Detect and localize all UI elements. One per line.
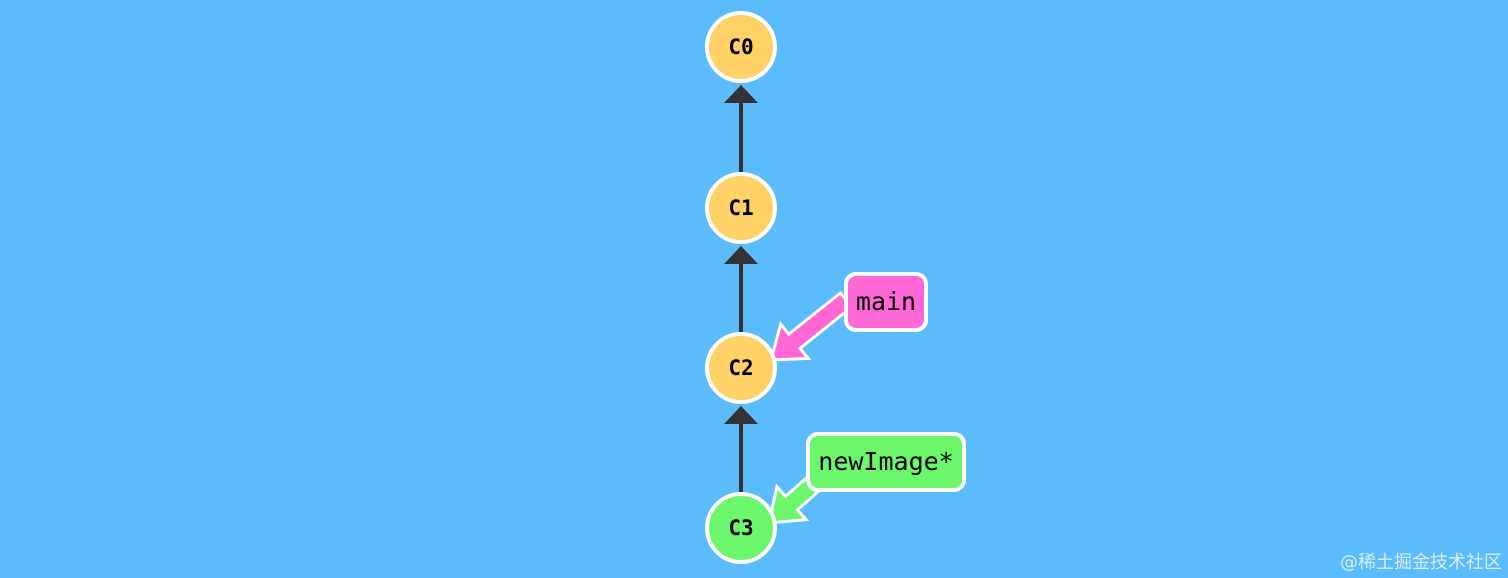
commit-edge-C3-C2 bbox=[724, 406, 758, 494]
commit-label: C2 bbox=[728, 356, 753, 380]
branch-tag-new-image: newImage* bbox=[806, 432, 966, 492]
branch-tag-box bbox=[806, 432, 966, 492]
branch-labels-layer: main newImage* bbox=[806, 272, 966, 492]
branch-tag-box bbox=[844, 272, 928, 332]
commit-circle bbox=[705, 332, 777, 404]
commit-circle bbox=[705, 11, 777, 83]
edge-arrowhead bbox=[724, 246, 758, 264]
commit-edge-C2-C1 bbox=[724, 246, 758, 334]
commit-label: C3 bbox=[728, 516, 753, 540]
branch-pointer-main bbox=[769, 290, 854, 362]
branch-pointer-arrow bbox=[769, 290, 854, 362]
branch-tag-label: newImage* bbox=[818, 447, 953, 476]
commit-circle bbox=[705, 492, 777, 564]
commit-label: C1 bbox=[728, 196, 753, 220]
edge-arrowhead bbox=[724, 406, 758, 424]
commit-edge-C1-C0 bbox=[724, 85, 758, 174]
commit-node-c1: C1 bbox=[705, 172, 777, 244]
commit-node-c0: C0 bbox=[705, 11, 777, 83]
commit-circle bbox=[705, 172, 777, 244]
commit-node-c3: C3 bbox=[705, 492, 777, 564]
edges-layer bbox=[724, 85, 758, 494]
edge-arrowhead bbox=[724, 85, 758, 103]
commit-label: C0 bbox=[728, 35, 753, 59]
branch-tag-label: main bbox=[856, 287, 916, 316]
branch-tag-main: main bbox=[844, 272, 928, 332]
commit-node-c2: C2 bbox=[705, 332, 777, 404]
watermark: @稀土掘金技术社区 bbox=[1340, 552, 1502, 573]
